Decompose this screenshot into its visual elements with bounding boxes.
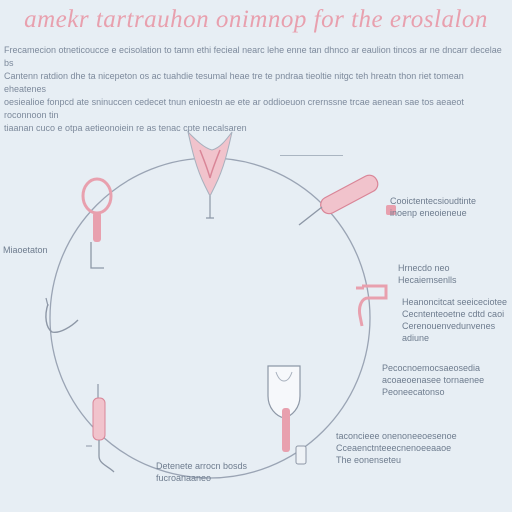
syringe-icon [86, 384, 115, 473]
label-right-bottom: taconcieee onenoneeoesenoe Cceaenctnteee… [336, 431, 457, 465]
iud-icon [298, 174, 379, 226]
cap-icon [386, 205, 396, 215]
label-right-mid-small: Hrnecdo neo Hecaiemsenlls [398, 263, 457, 285]
label-bottom: Detenete arrocn bosds fucroanaaneo [156, 461, 248, 483]
label-right-upper: Cooictentecsioudtinte inoenp eneoieneue [390, 196, 477, 218]
intro-line: oesiealioe fonpcd ate sninuccen cedecet … [4, 97, 464, 120]
catheter-icon [356, 284, 388, 327]
intro-line: Frecamecion otneticoucce e ecisolation t… [4, 45, 502, 68]
probe-icon [267, 365, 307, 465]
label-left-mid: Miaoetaton [3, 245, 48, 255]
intro-line: tiaanan cuco e otpa aetieonoiein re as t… [4, 123, 247, 133]
label-right-lower: Pecocnoemocsaeosedia acoaeoenasee tornae… [382, 363, 485, 397]
label-right-mid: Heanoncitcat seeiceciotee Cecntenteoetne… [402, 297, 508, 343]
label-top-right: ————————— [280, 152, 343, 159]
uterus-icon [187, 130, 233, 219]
intro-line: Cantenn ratdion dhe ta nicepeton os ac t… [4, 71, 464, 94]
hook-icon [45, 297, 79, 334]
speculum-icon [81, 177, 113, 269]
intro-paragraph: Frecamecion otneticoucce e ecisolation t… [4, 44, 508, 135]
page-title: amekr tartrauhon onimnop for the eroslal… [24, 6, 488, 33]
